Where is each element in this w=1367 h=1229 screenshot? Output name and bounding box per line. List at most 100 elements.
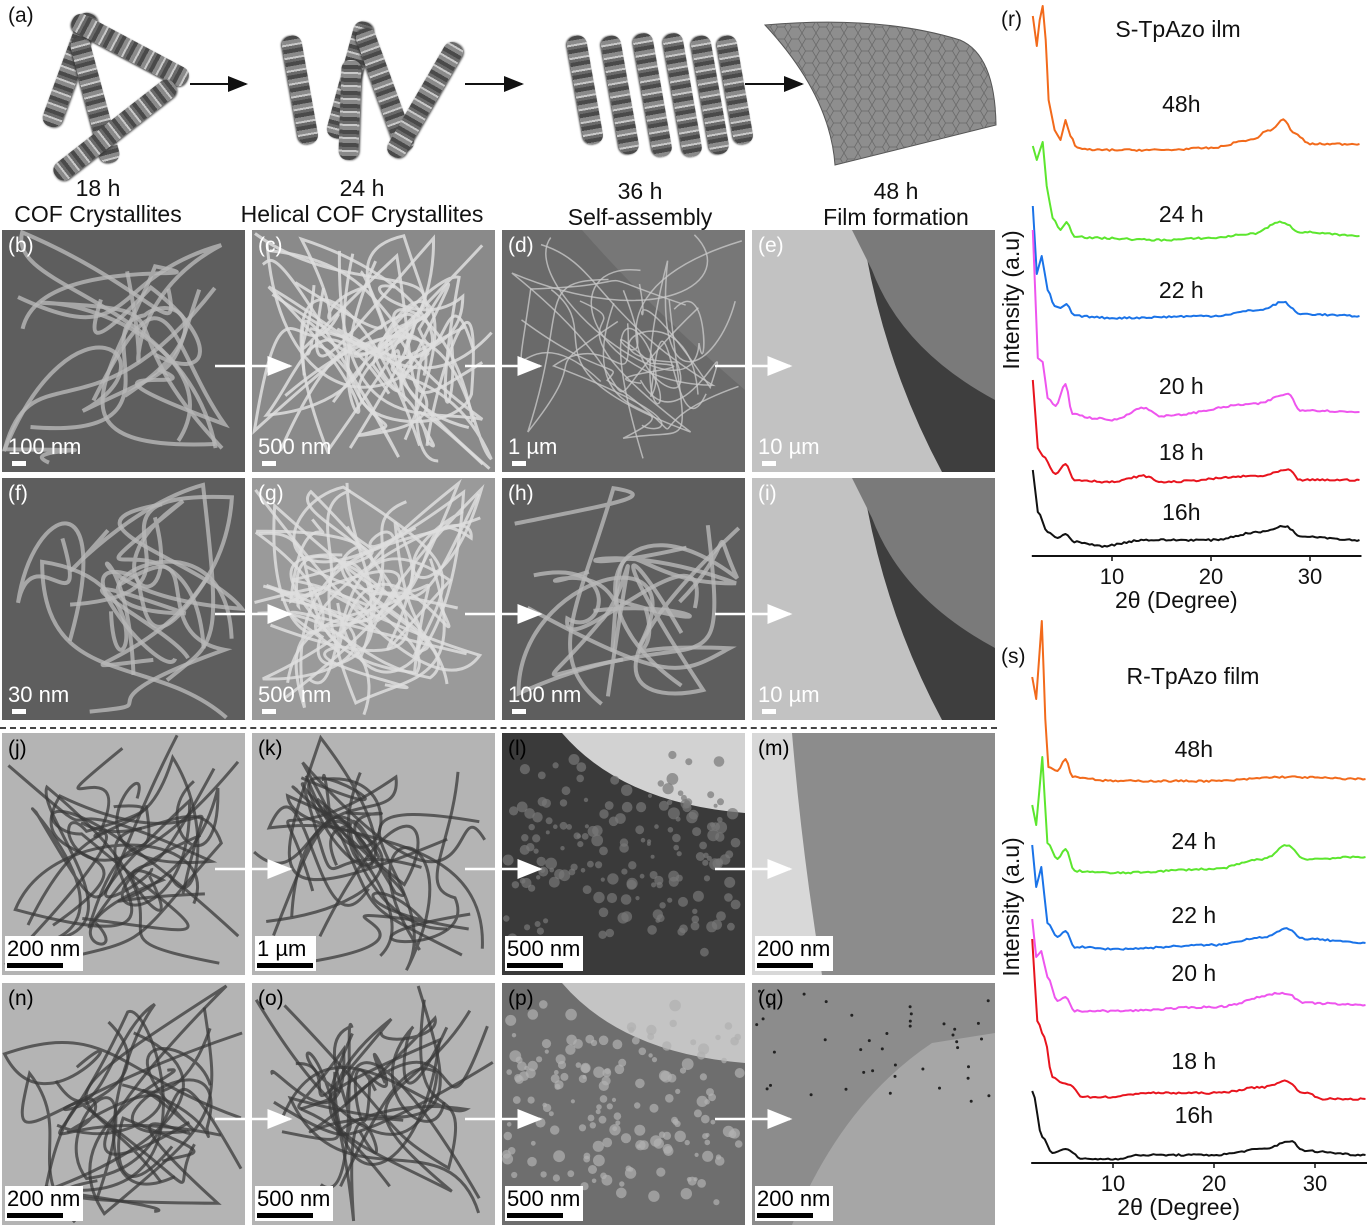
fiber	[92, 284, 202, 366]
series-label: 22 h	[1171, 902, 1216, 928]
schematic-arrows	[190, 76, 804, 92]
panel-label: (j)	[8, 737, 27, 760]
panel-label: (n)	[8, 987, 34, 1010]
panel-label: (e)	[758, 234, 784, 257]
scale-bar-label: 200 nm	[7, 1186, 81, 1211]
step-title: Self-assembly	[567, 204, 713, 230]
fiber	[289, 582, 467, 656]
fiber	[17, 243, 223, 363]
panel-label: (o)	[258, 987, 284, 1010]
fiber	[270, 1044, 391, 1188]
scale-bar: 10 µm	[758, 434, 820, 466]
panel-label: (q)	[758, 987, 784, 1010]
fiber	[121, 1078, 213, 1138]
panel-label: (m)	[758, 737, 790, 760]
scale-bar-line	[762, 709, 776, 714]
micrograph-j: (j) 200 nm	[2, 733, 245, 975]
scale-bar-label: 200 nm	[757, 936, 831, 961]
fiber	[253, 815, 448, 931]
fiber	[281, 1017, 393, 1141]
fiber	[254, 489, 483, 672]
series-line-48h	[1031, 5, 1360, 152]
fiber	[292, 485, 445, 658]
fiber	[269, 489, 409, 653]
scale-bar-line	[257, 1213, 313, 1218]
scale-bar-label: 500 nm	[258, 434, 332, 459]
x-tick-label: 30	[1303, 1171, 1327, 1196]
series-label: 20 h	[1171, 960, 1216, 986]
fiber	[74, 1088, 243, 1198]
fiber	[327, 558, 446, 705]
micrograph-c: (c) 500 nm	[252, 230, 495, 472]
scale-bar-line	[7, 1213, 63, 1218]
fiber	[286, 521, 422, 684]
series-line-18h	[1031, 938, 1366, 1101]
x-tick-label: 10	[1100, 564, 1124, 589]
scale-bar-label: 10 µm	[758, 682, 820, 707]
scale-bar-label: 200 nm	[757, 1186, 831, 1211]
scale-bar: 200 nm	[5, 936, 84, 971]
panel-label: (b)	[8, 234, 34, 257]
scale-bar-line	[262, 709, 276, 714]
series-line-20h	[1031, 229, 1360, 422]
fiber	[49, 794, 204, 927]
fiber	[69, 482, 216, 682]
scale-bar-label: 10 µm	[758, 434, 820, 459]
fiber	[628, 240, 743, 395]
scale-bar: 500 nm	[258, 682, 331, 714]
fiber	[30, 306, 188, 431]
scale-bar-line	[507, 963, 563, 968]
step-time: 18 h	[75, 175, 121, 201]
fiber	[328, 1009, 472, 1193]
fiber	[551, 564, 630, 697]
fiber	[285, 793, 484, 949]
panel-label-a: (a)	[8, 4, 34, 27]
fiber	[631, 526, 741, 696]
series-label: 22 h	[1159, 277, 1204, 303]
fiber	[521, 319, 739, 430]
x-axis-label: 2θ (Degree)	[1115, 587, 1238, 613]
fiber	[262, 500, 407, 681]
micrograph-g: (g)500 nm	[252, 478, 495, 720]
scale-bar-label: 200 nm	[7, 936, 81, 961]
fiber	[300, 252, 484, 395]
step-caption-36h: 36 h Self-assembly	[490, 178, 790, 230]
scale-bar: 100 nm	[508, 682, 581, 714]
step-title: COF Crystallites	[14, 201, 182, 227]
scale-bar-line	[507, 1213, 563, 1218]
fiber	[527, 278, 619, 433]
fiber	[301, 782, 422, 957]
scale-bar: 1 µm	[255, 936, 316, 971]
panel-label: (f)	[8, 482, 28, 505]
fiber	[353, 1053, 389, 1123]
micrograph-f: (f)30 nm	[2, 478, 245, 720]
fiber	[287, 985, 481, 1214]
fiber	[2, 1040, 242, 1120]
fiber	[84, 984, 228, 1183]
fiber	[7, 764, 218, 865]
fiber	[279, 1061, 494, 1137]
scale-bar-line	[262, 461, 276, 466]
fiber	[291, 525, 374, 666]
panel-label: (c)	[258, 234, 283, 257]
micrograph-m: (m) 200 nm	[752, 733, 995, 975]
micrograph-h: (h)100 nm	[502, 478, 745, 720]
micrograph-q: (q) 200 nm	[752, 983, 995, 1225]
plot-panel-label: (r)	[1001, 8, 1022, 31]
scale-bar: 500 nm	[258, 434, 331, 466]
scale-bar-label: 100 nm	[8, 434, 82, 459]
fiber	[50, 809, 240, 938]
scale-bar-line	[762, 461, 776, 466]
fiber	[540, 243, 716, 387]
fiber	[520, 279, 686, 383]
fiber	[648, 260, 736, 405]
scale-bar-label: 1 µm	[508, 434, 558, 459]
fiber	[619, 327, 707, 459]
scale-bar-line	[12, 709, 26, 714]
step-title: Helical COF Crystallites	[240, 201, 484, 227]
x-tick-label: 10	[1101, 1171, 1125, 1196]
fiber	[308, 557, 453, 685]
scale-bar-label: 500 nm	[258, 682, 332, 707]
micrograph-b: (b) 100 nm	[2, 230, 245, 472]
step-time: 36 h	[617, 178, 663, 204]
